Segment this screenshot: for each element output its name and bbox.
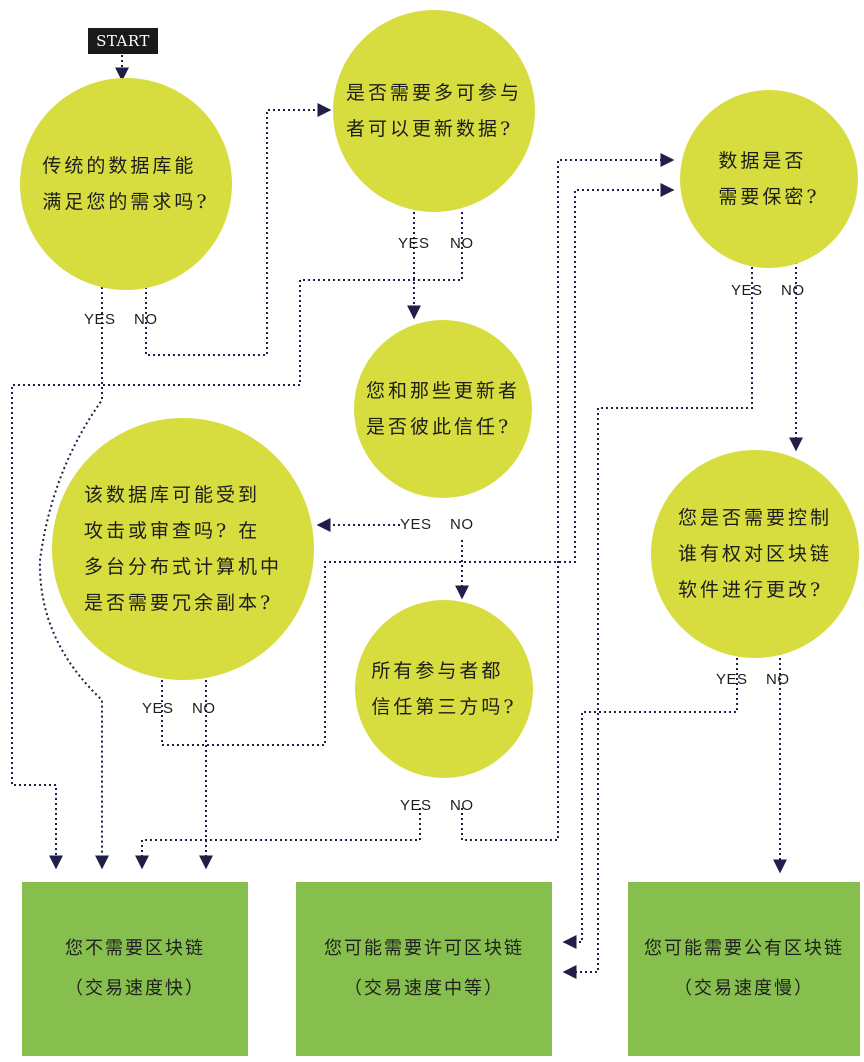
q7-yes-label: YES xyxy=(716,671,748,688)
q5-yes-label: YES xyxy=(400,797,432,814)
q5-no-label: NO xyxy=(450,797,474,814)
outcome-public-title: 您可能需要公有区块链 xyxy=(644,938,844,959)
question-q3-text: 您和那些更新者 是否彼此信任? xyxy=(365,380,520,438)
question-q4-text: 该数据库可能受到 攻击或审查吗? 在 多台分布式计算机中 是否需要冗余副本? xyxy=(83,484,282,614)
question-q2-text: 是否需要多可参与 者可以更新数据? xyxy=(345,82,522,140)
question-q6: 数据是否 需要保密? xyxy=(680,90,858,268)
q1-yes-label: YES xyxy=(84,311,116,328)
start-terminal: START xyxy=(88,28,158,54)
question-q4: 该数据库可能受到 攻击或审查吗? 在 多台分布式计算机中 是否需要冗余副本? xyxy=(52,418,314,680)
outcome-no-blockchain-title: 您不需要区块链 xyxy=(65,938,205,959)
outcome-permissioned-speed: （交易速度中等） xyxy=(344,978,504,999)
connector-q6-yes xyxy=(562,262,753,979)
q3-yes-label: YES xyxy=(400,516,432,533)
connector-q1-no xyxy=(145,103,332,356)
connector-q7-yes xyxy=(562,648,738,949)
q2-yes-label: YES xyxy=(398,235,430,252)
outcome-no-blockchain-speed: （交易速度快） xyxy=(65,978,205,999)
outcome-public-blockchain: 您可能需要公有区块链 （交易速度慢） xyxy=(628,882,860,1056)
outcome-permissioned-blockchain: 您可能需要许可区块链 （交易速度中等） xyxy=(296,882,552,1056)
question-q7-text: 您是否需要控制 谁有权对区块链 软件进行更改? xyxy=(677,507,832,601)
question-q7: 您是否需要控制 谁有权对区块链 软件进行更改? xyxy=(651,450,859,658)
q4-yes-label: YES xyxy=(142,700,174,717)
q7-no-label: NO xyxy=(766,671,790,688)
q4-no-label: NO xyxy=(192,700,216,717)
question-q2: 是否需要多可参与 者可以更新数据? xyxy=(333,10,535,212)
connector-q5-no xyxy=(461,153,675,841)
question-q3: 您和那些更新者 是否彼此信任? xyxy=(354,320,532,498)
question-q1-text: 传统的数据库能 满足您的需求吗? xyxy=(42,155,210,213)
connector-q2-no xyxy=(11,212,463,870)
question-q5-text: 所有参与者都 信任第三方吗? xyxy=(371,660,517,718)
connector-q4-yes xyxy=(161,183,675,746)
question-q6-text: 数据是否 需要保密? xyxy=(718,150,820,208)
q2-no-label: NO xyxy=(450,235,474,252)
outcome-no-blockchain: 您不需要区块链 （交易速度快） xyxy=(22,882,248,1056)
q1-no-label: NO xyxy=(134,311,158,328)
q6-yes-label: YES xyxy=(731,282,763,299)
outcome-permissioned-title: 您可能需要许可区块链 xyxy=(324,938,524,959)
question-q5: 所有参与者都 信任第三方吗? xyxy=(355,600,533,778)
connector-q5-yes xyxy=(135,808,421,870)
outcome-public-speed: （交易速度慢） xyxy=(674,978,814,999)
question-q1: 传统的数据库能 满足您的需求吗? xyxy=(20,78,232,290)
q3-no-label: NO xyxy=(450,516,474,533)
q6-no-label: NO xyxy=(781,282,805,299)
connector-q1-yes xyxy=(38,287,109,870)
